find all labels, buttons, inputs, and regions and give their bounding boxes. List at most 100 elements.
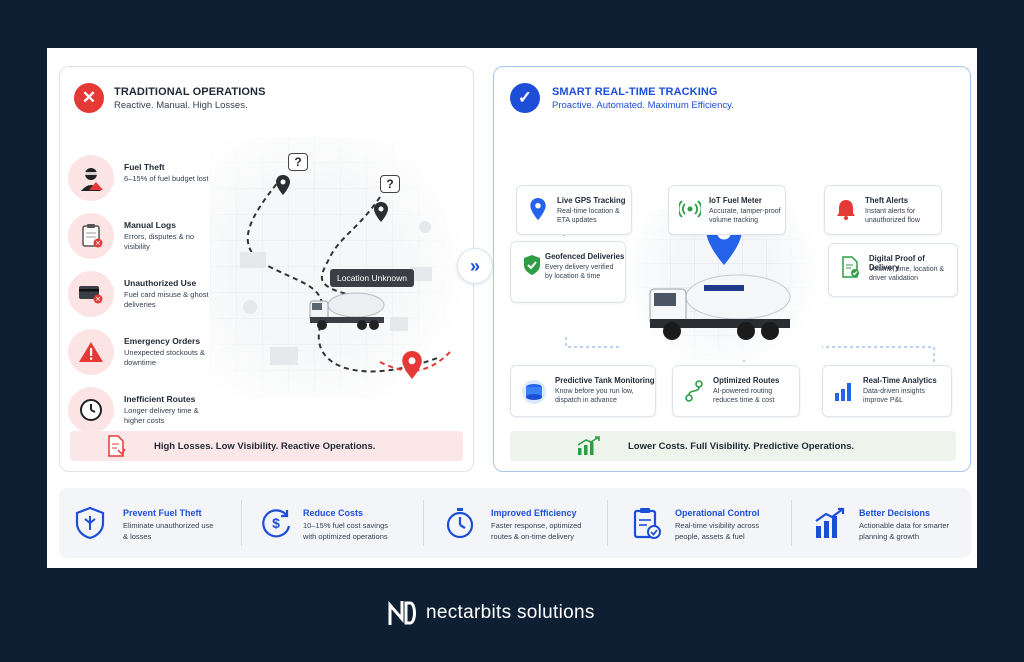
benefit-title: Improved Efficiency — [491, 508, 577, 518]
left-panel-title: TRADITIONAL OPERATIONS — [114, 86, 266, 98]
benefit-reduce-costs: $ Reduce Costs 10–15% fuel cost savings … — [245, 488, 425, 558]
clock-icon — [68, 387, 114, 433]
question-callout: ? — [380, 175, 400, 193]
left-footer-bar: High Losses. Low Visibility. Reactive Op… — [70, 431, 463, 461]
city-map-unknown — [210, 137, 465, 397]
card-title: Optimized Routes — [713, 376, 780, 385]
question-callout: ? — [288, 153, 308, 171]
card-theft-alerts: Theft Alerts Instant alerts for unauthor… — [824, 185, 942, 235]
card-title: Theft Alerts — [865, 196, 909, 205]
svg-text:$: $ — [272, 515, 280, 531]
signal-icon — [679, 200, 701, 218]
svg-text:✕: ✕ — [95, 296, 101, 304]
issue-title: Emergency Orders — [124, 336, 201, 346]
bar-chart-icon — [835, 383, 851, 401]
traditional-operations-panel: ✕ TRADITIONAL OPERATIONS Reactive. Manua… — [59, 66, 474, 472]
stopwatch-icon — [446, 508, 474, 539]
left-footer-text: High Losses. Low Visibility. Reactive Op… — [154, 440, 376, 452]
shield-icon — [75, 506, 105, 540]
left-panel-subtitle: Reactive. Manual. High Losses. — [114, 100, 248, 111]
route-icon — [685, 380, 703, 402]
issue-title: Inefficient Routes — [124, 394, 196, 404]
map-pin-icon — [276, 175, 290, 195]
benefit-desc: Faster response, optimized routes & on-t… — [491, 521, 582, 541]
growth-chart-icon — [815, 507, 845, 538]
right-panel-subtitle: Proactive. Automated. Maximum Efficiency… — [552, 100, 734, 111]
divider — [791, 500, 792, 546]
issue-desc: Unexpected stockouts & downtime — [124, 348, 205, 368]
map-pin-icon — [374, 202, 388, 222]
infographic-canvas: ✕ TRADITIONAL OPERATIONS Reactive. Manua… — [47, 48, 977, 568]
tank-icon — [522, 380, 546, 404]
divider — [241, 500, 242, 546]
benefit-title: Prevent Fuel Theft — [123, 508, 202, 518]
benefit-operational-control: Operational Control Real-time visibility… — [615, 488, 795, 558]
card-geofenced: Geofenced Deliveries Every delivery veri… — [510, 241, 626, 303]
card-desc: Data-driven insights improve P&L — [863, 388, 925, 405]
issue-manual-logs: ✕ Manual Logs Errors, disputes & no visi… — [68, 213, 258, 263]
destination-pin-icon — [402, 351, 422, 379]
nectarbits-logo-icon — [388, 600, 416, 625]
issue-desc: 6–15% of fuel budget lost — [124, 174, 209, 183]
fuel-truck-right — [649, 274, 791, 340]
brand-name: nectarbits solutions — [426, 602, 595, 623]
issue-fuel-theft: Fuel Theft 6–15% of fuel budget lost — [68, 155, 258, 205]
card-desc: Accurate, tamper-proof volume tracking — [709, 208, 781, 225]
card-desc: AI-powered routing reduces time & cost — [713, 388, 775, 405]
shield-check-icon — [524, 255, 540, 275]
fuel-truck-left — [309, 292, 385, 330]
issue-title: Unauthorized Use — [124, 278, 197, 288]
right-panel-title: SMART REAL-TIME TRACKING — [552, 86, 718, 98]
card-realtime-analytics: Real-Time Analytics Data-driven insights… — [822, 365, 952, 417]
issue-emergency-orders: Emergency Orders Unexpected stockouts & … — [68, 329, 258, 379]
dollar-cycle-icon: $ — [262, 509, 291, 538]
card-title: Geofenced Deliveries — [545, 252, 625, 261]
issue-unauthorized-use: ✕ Unauthorized Use Fuel card misuse & gh… — [68, 271, 258, 321]
benefit-desc: Eliminate unauthorized use & losses — [123, 521, 214, 541]
card-title: Live GPS Tracking — [557, 196, 626, 205]
clipboard-icon: ✕ — [68, 213, 114, 259]
card-title: Real-Time Analytics — [863, 376, 937, 385]
card-desc: Every delivery verified by location & ti… — [545, 264, 614, 281]
benefit-desc: 10–15% fuel cost savings with optimized … — [303, 521, 389, 541]
card-desc: Real-time location & ETA updates — [557, 208, 620, 225]
clipboard-check-icon — [633, 508, 661, 539]
card-live-gps: Live GPS Tracking Real-time location & E… — [516, 185, 632, 235]
benefit-desc: Real-time visibility across people, asse… — [675, 521, 760, 541]
check-icon: ✓ — [510, 83, 540, 113]
warning-icon — [68, 329, 114, 375]
card-iot-meter: IoT Fuel Meter Accurate, tamper-proof vo… — [668, 185, 786, 235]
card-predictive-tank: Predictive Tank Monitoring Know before y… — [510, 365, 656, 417]
smart-tracking-panel: ✓ SMART REAL-TIME TRACKING Proactive. Au… — [493, 66, 971, 472]
benefit-title: Better Decisions — [859, 508, 931, 518]
card-digital-proof: Digital Proof of Delivery Volume, time, … — [828, 243, 958, 297]
document-check-icon — [842, 256, 859, 278]
card-title: IoT Fuel Meter — [709, 196, 762, 205]
issue-desc: Fuel card misuse & ghost deliveries — [124, 290, 209, 310]
divider — [607, 500, 608, 546]
svg-text:✕: ✕ — [95, 240, 101, 248]
card-desc: Instant alerts for unauthorized flow — [865, 208, 920, 225]
location-unknown-tag: Location Unknown — [330, 269, 414, 287]
issue-title: Manual Logs — [124, 220, 176, 230]
chevron-double-right-icon: » — [457, 248, 493, 284]
card-optimized-routes: Optimized Routes AI-powered routing redu… — [672, 365, 800, 417]
thief-icon — [68, 155, 114, 201]
benefit-prevent-theft: Prevent Fuel Theft Eliminate unauthorize… — [59, 488, 239, 558]
brand-logo: nectarbits solutions — [388, 598, 595, 628]
benefit-title: Operational Control — [675, 508, 760, 518]
issue-desc: Errors, disputes & no visibility — [124, 232, 195, 252]
growth-chart-icon — [577, 436, 600, 455]
issue-inefficient-routes: Inefficient Routes Longer delivery time … — [68, 387, 258, 437]
benefits-strip: Prevent Fuel Theft Eliminate unauthorize… — [59, 488, 971, 558]
alarm-bell-icon — [837, 200, 855, 220]
card-title: Digital Proof of Delivery — [869, 254, 925, 272]
location-pin-icon — [530, 198, 546, 220]
benefit-desc: Actionable data for smarter planning & g… — [859, 521, 950, 541]
error-x-icon: ✕ — [74, 83, 104, 113]
divider — [423, 500, 424, 546]
issue-desc: Longer delivery time & higher costs — [124, 406, 199, 426]
card-desc: Know before you run low, dispatch in adv… — [555, 388, 634, 405]
credit-card-icon: ✕ — [68, 271, 114, 317]
issue-title: Fuel Theft — [124, 162, 165, 172]
